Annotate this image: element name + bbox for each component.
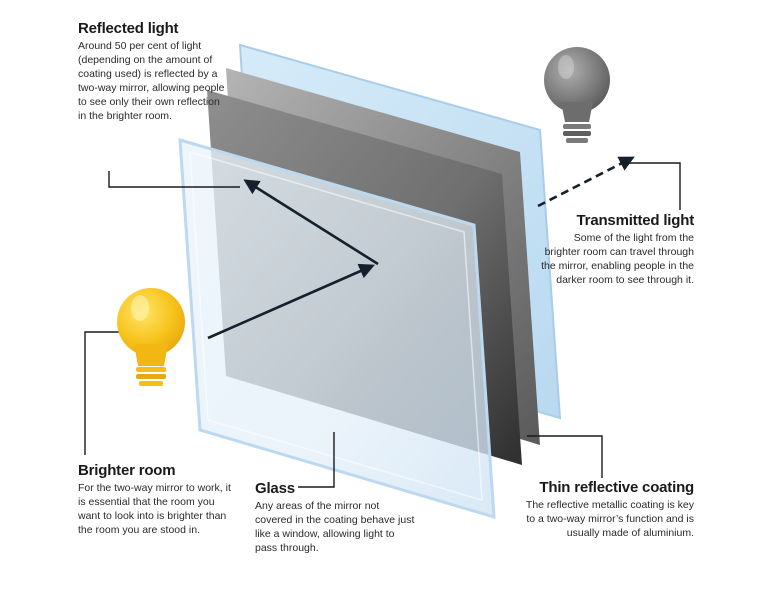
- lightbulb-icon: [544, 47, 610, 143]
- reflected-light-title: Reflected light: [78, 20, 179, 37]
- leader-line-coating: [527, 435, 603, 478]
- glass-callout: Glass Any areas of the mirror not covere…: [255, 480, 415, 555]
- front-glass-pane: [178, 137, 496, 520]
- brighter-room-callout: Brighter room For the two-way mirror to …: [78, 462, 238, 537]
- transmitted-light-arrow: [537, 156, 635, 208]
- leader-line-transmitted: [620, 162, 681, 210]
- reflective-coating-callout: Thin reflective coating The reflective m…: [520, 479, 694, 540]
- brighter-room-text: For the two-way mirror to work, it is es…: [78, 482, 231, 536]
- lightbulb-icon: [117, 288, 185, 386]
- front-glass-highlight: [189, 150, 483, 502]
- reflective-coating-text: The reflective metallic coating is key t…: [525, 499, 694, 539]
- reflective-coating-title: Thin reflective coating: [539, 479, 694, 496]
- reflected-light-callout: Reflected light Around 50 per cent of li…: [78, 20, 228, 123]
- reflected-light-text: Around 50 per cent of light (depending o…: [78, 40, 225, 122]
- reflected-light-arrow: [243, 179, 379, 266]
- leader-line-reflected: [108, 171, 240, 188]
- leader-line-brighter-room: [84, 331, 122, 455]
- glass-text: Any areas of the mirror not covered in t…: [255, 500, 415, 554]
- transmitted-light-text: Some of the light from the brighter room…: [541, 232, 694, 286]
- transmitted-light-callout: Transmitted light Some of the light from…: [540, 212, 694, 287]
- glass-title: Glass: [255, 480, 295, 497]
- incident-light-arrow: [207, 263, 375, 340]
- transmitted-light-title: Transmitted light: [576, 212, 695, 229]
- brighter-room-title: Brighter room: [78, 462, 176, 479]
- leader-line-glass: [298, 432, 335, 488]
